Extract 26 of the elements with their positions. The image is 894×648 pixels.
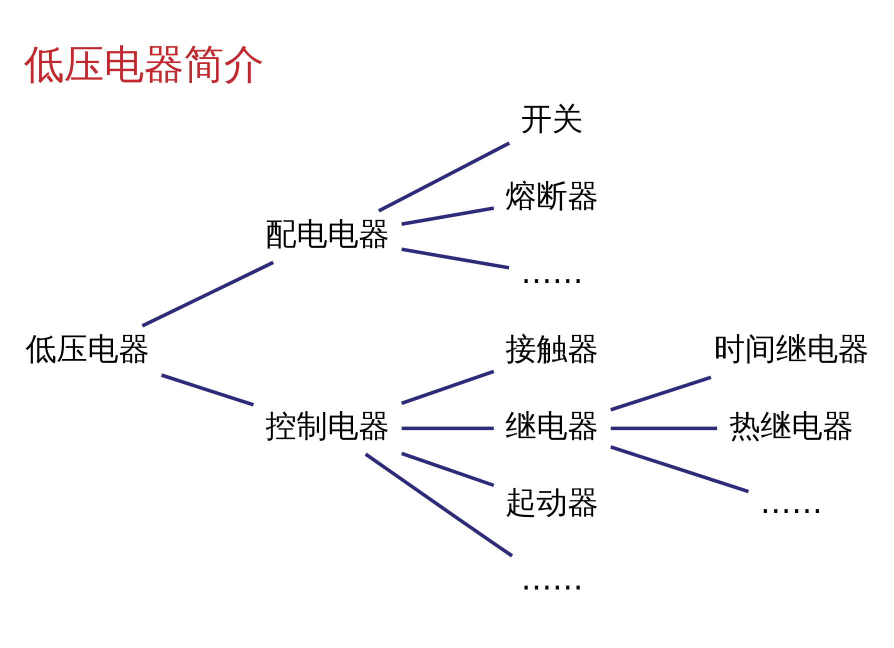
- node-text: 熔断器: [506, 178, 599, 214]
- node-text: ……: [760, 485, 823, 522]
- connector: [142, 260, 274, 328]
- node-text: ……: [520, 254, 584, 291]
- connector: [610, 445, 749, 494]
- node-text: 开关: [521, 102, 584, 138]
- connector: [401, 247, 510, 270]
- connector: [378, 142, 510, 212]
- connector: [610, 376, 712, 412]
- node-text: 时间继电器: [714, 332, 869, 368]
- node-text: 继电器: [506, 408, 599, 444]
- node-text: 热继电器: [729, 408, 854, 444]
- node-text: ……: [520, 562, 584, 598]
- node-text: 起动器: [506, 485, 599, 522]
- node-text: 接触器: [506, 332, 599, 368]
- connector: [161, 373, 254, 407]
- node-text: 配电电器: [266, 216, 390, 253]
- connector: [401, 206, 494, 226]
- connector: [364, 452, 514, 558]
- connector: [401, 370, 494, 405]
- node-text: 低压电器: [26, 332, 150, 368]
- diagram-title: 低压电器简介: [24, 42, 264, 88]
- connector: [402, 426, 494, 430]
- connector: [401, 452, 494, 488]
- node-text: 控制电器: [266, 408, 390, 444]
- connector: [610, 426, 718, 430]
